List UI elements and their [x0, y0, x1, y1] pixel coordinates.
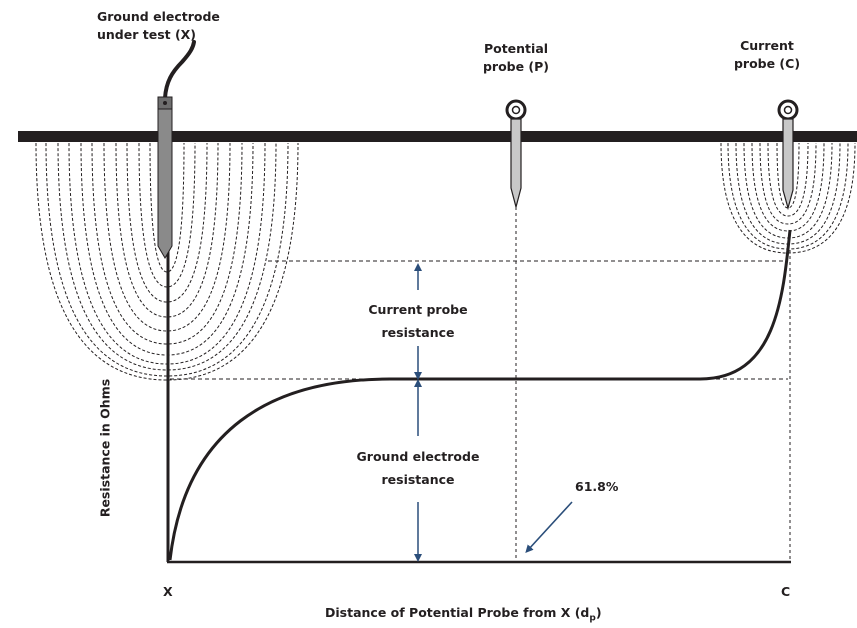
potential-probe-label-line1: Potential [483, 41, 549, 56]
percent-label: 61.8% [575, 479, 619, 494]
x-axis-title-text: Distance of Potential Probe from X (d [325, 605, 590, 620]
current-probe-label-line2: probe (C) [733, 56, 801, 71]
potential-probe-label: Potential probe (P) [466, 40, 566, 76]
ground-electrode [157, 40, 196, 259]
current-probe-resistance-line2: resistance [381, 325, 455, 340]
x-axis-title-subscript: p [589, 613, 596, 624]
y-axis-title-text: Resistance in Ohms [97, 378, 113, 518]
ground-surface [18, 131, 857, 142]
ground-electrode-resistance-label: Ground electrode resistance [318, 445, 518, 491]
current-probe-resistance-line1: Current probe [368, 302, 468, 317]
x-axis-end-label: C [781, 584, 791, 599]
ground-electrode-resistance-line1: Ground electrode [356, 449, 480, 464]
ground-electrode-label-line2: under test (X) [97, 27, 197, 42]
current-probe-label-line1: Current [740, 38, 794, 53]
x-axis-title-close: ) [595, 605, 602, 620]
potential-probe [505, 99, 527, 210]
ground-electrode-resistance-line2: resistance [381, 472, 455, 487]
ground-electrode-label: Ground electrode under test (X) [97, 8, 220, 44]
percent-pointer-arrow [525, 501, 573, 553]
current-probe-label: Current probe (C) [717, 37, 817, 73]
resistance-curve [168, 229, 792, 561]
current-probe [777, 99, 799, 211]
current-probe-resistance-label: Current probe resistance [333, 298, 503, 344]
x-axis-start-label: X [163, 584, 173, 599]
potential-probe-label-line2: probe (P) [482, 59, 550, 74]
ground-electrode-label-line1: Ground electrode [97, 9, 220, 24]
x-axis-title: Distance of Potential Probe from X (dp) [325, 604, 602, 628]
